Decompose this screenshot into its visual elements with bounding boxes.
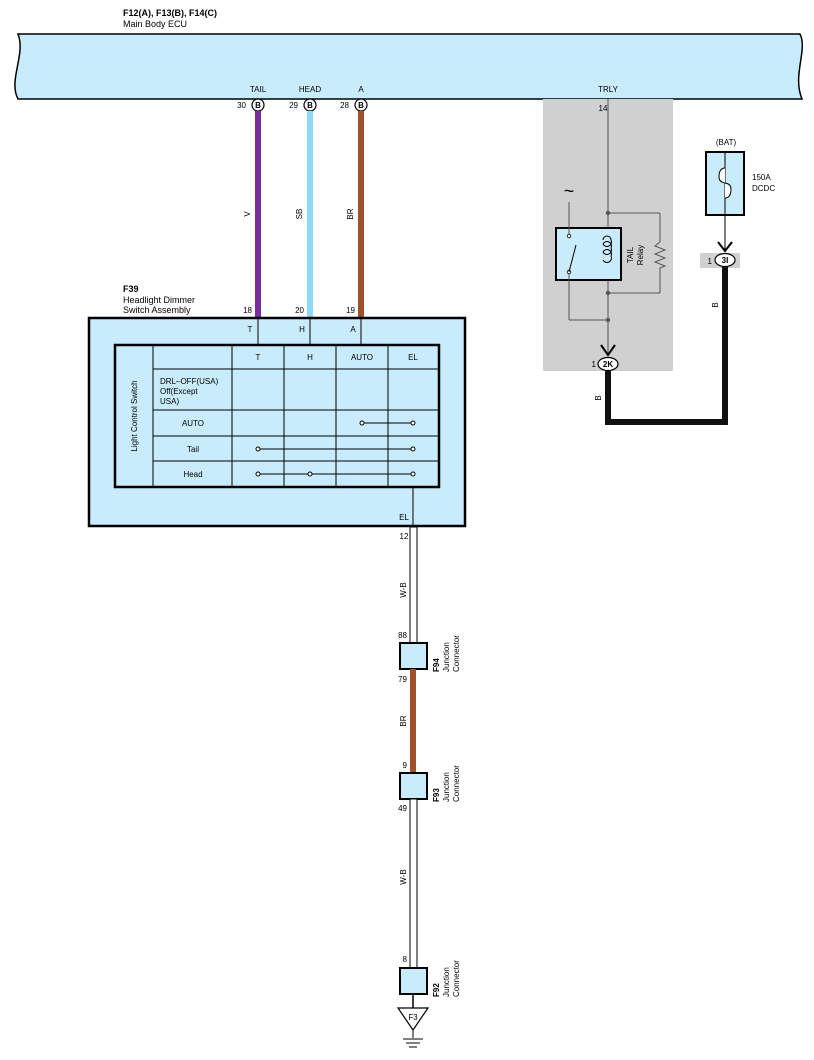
- junction-f94-name1: Junction: [442, 642, 451, 672]
- ecu-connector-a: B: [358, 101, 364, 110]
- relay-coil-icon: [602, 235, 612, 263]
- relay-connector-chevron-icon: [600, 344, 616, 357]
- junction-f94-name2: Connector: [452, 635, 461, 672]
- switch-row-tail: Tail: [187, 445, 199, 454]
- ecu-pin-label-a: A: [358, 85, 364, 94]
- relay-wave: ~: [564, 181, 575, 201]
- battery-connector-id: 3I: [722, 256, 729, 265]
- switch-terminal-t: T: [248, 325, 253, 334]
- switch-id: F39: [123, 284, 139, 294]
- wire-code-junction: BR: [399, 715, 408, 726]
- battery-connector-pin: 1: [708, 257, 713, 266]
- ecu-pin-number-head: 29: [289, 101, 298, 110]
- wire-bat-black: [605, 267, 728, 425]
- switch-name-line2: Switch Assembly: [123, 305, 191, 315]
- relay-connector-pin: 1: [592, 360, 597, 369]
- battery-connector-oval: [714, 252, 736, 268]
- ecu-pin-label-head: HEAD: [299, 85, 321, 94]
- wire-code-head: SB: [295, 209, 304, 220]
- switch-row-head: Head: [183, 470, 202, 479]
- switch-continuity-tail: [255, 446, 416, 452]
- junction-f93-name2: Connector: [452, 765, 461, 802]
- relay-switch-arm-icon: [568, 244, 577, 273]
- ecu-pin-number-tail: 30: [237, 101, 246, 110]
- ecu-pin-number-a: 28: [340, 101, 349, 110]
- junction-f92-id: F92: [432, 983, 441, 997]
- junction-f92-name2: Connector: [452, 960, 461, 997]
- resistor-icon: [653, 241, 667, 293]
- wire-code-bat-2: B: [594, 395, 603, 400]
- wire-code-bat-1: B: [711, 302, 720, 307]
- relay-connector-oval: [597, 356, 619, 372]
- switch-row-auto: AUTO: [182, 419, 204, 428]
- switch-el-label: EL: [399, 513, 409, 522]
- fuse-rating: 150A: [752, 173, 771, 182]
- junction-f94-pin-top: 88: [398, 631, 407, 640]
- relay-junction-dot-top: [605, 210, 611, 216]
- switch-continuity-head: [255, 471, 416, 477]
- relay-name-line2: Relay: [636, 245, 645, 265]
- ecu-connector-head: B: [307, 101, 313, 110]
- wire-wb-segment-2: [409, 798, 418, 969]
- junction-f93-id: F93: [432, 788, 441, 802]
- junction-f93-body: [399, 772, 428, 800]
- relay-connector-id: 2K: [603, 360, 613, 369]
- wire-code-wb-2: W-B: [399, 869, 408, 884]
- junction-f92-pin-top: 8: [403, 955, 408, 964]
- wire-code-tail: V: [243, 211, 252, 217]
- switch-terminal-a: A: [350, 325, 356, 334]
- junction-f94-body: [399, 642, 428, 670]
- switch-pin-tail: 18: [243, 306, 252, 315]
- relay-junction-dot-bottom: [605, 290, 611, 296]
- junction-f94-pin-bottom: 79: [398, 675, 407, 684]
- switch-row-drl-line3: USA): [160, 397, 179, 406]
- switch-terminal-h: H: [299, 325, 305, 334]
- ecu-connector-tail: B: [255, 101, 261, 110]
- ecu-pin-label-trly: TRLY: [598, 85, 619, 94]
- junction-f94-id: F94: [432, 658, 441, 672]
- ground-triangle: [396, 1007, 430, 1032]
- relay-name-line1: TAIL: [626, 246, 635, 263]
- junction-f92-name1: Junction: [442, 967, 451, 997]
- battery-label: (BAT): [716, 138, 737, 147]
- ground-symbol-icon: [403, 1038, 423, 1048]
- ecu-pin-number-trly: 14: [599, 104, 608, 113]
- switch-table: [113, 343, 441, 489]
- switch-col-t: T: [256, 353, 261, 362]
- wire-wb-segment-1: [409, 526, 418, 644]
- switch-col-auto: AUTO: [351, 353, 373, 362]
- ecu-body: [14, 33, 804, 100]
- fuse-name: DCDC: [752, 184, 775, 193]
- switch-continuity-auto: [359, 420, 416, 426]
- relay-body: [555, 227, 622, 281]
- junction-f93-pin-bottom: 49: [398, 804, 407, 813]
- switch-el-pin: 12: [400, 532, 409, 541]
- switch-name-line1: Headlight Dimmer: [123, 295, 195, 305]
- switch-col-el: EL: [408, 353, 418, 362]
- ground-label: F3: [408, 1013, 418, 1022]
- switch-pin-a: 19: [346, 306, 355, 315]
- fuse-element-icon: [718, 167, 732, 199]
- battery-connector-chevron-icon: [717, 241, 733, 253]
- junction-f93-name1: Junction: [442, 772, 451, 802]
- ecu-connectors-label: F12(A), F13(B), F14(C): [123, 8, 217, 18]
- switch-pin-head: 20: [295, 306, 304, 315]
- wire-code-a: BR: [346, 208, 355, 219]
- relay-contact-top: [566, 233, 572, 239]
- switch-row-drl-line2: Off(Except: [160, 387, 198, 396]
- switch-side-label: Light Control Switch: [130, 380, 139, 451]
- junction-f93-pin-top: 9: [403, 761, 408, 770]
- junction-f92-body: [399, 967, 428, 995]
- switch-row-drl-line1: DRL–OFF(USA): [160, 377, 219, 386]
- ecu-pin-label-tail: TAIL: [250, 85, 267, 94]
- switch-col-h: H: [307, 353, 313, 362]
- wire-code-wb-1: W-B: [399, 582, 408, 597]
- ecu-name-label: Main Body ECU: [123, 19, 187, 29]
